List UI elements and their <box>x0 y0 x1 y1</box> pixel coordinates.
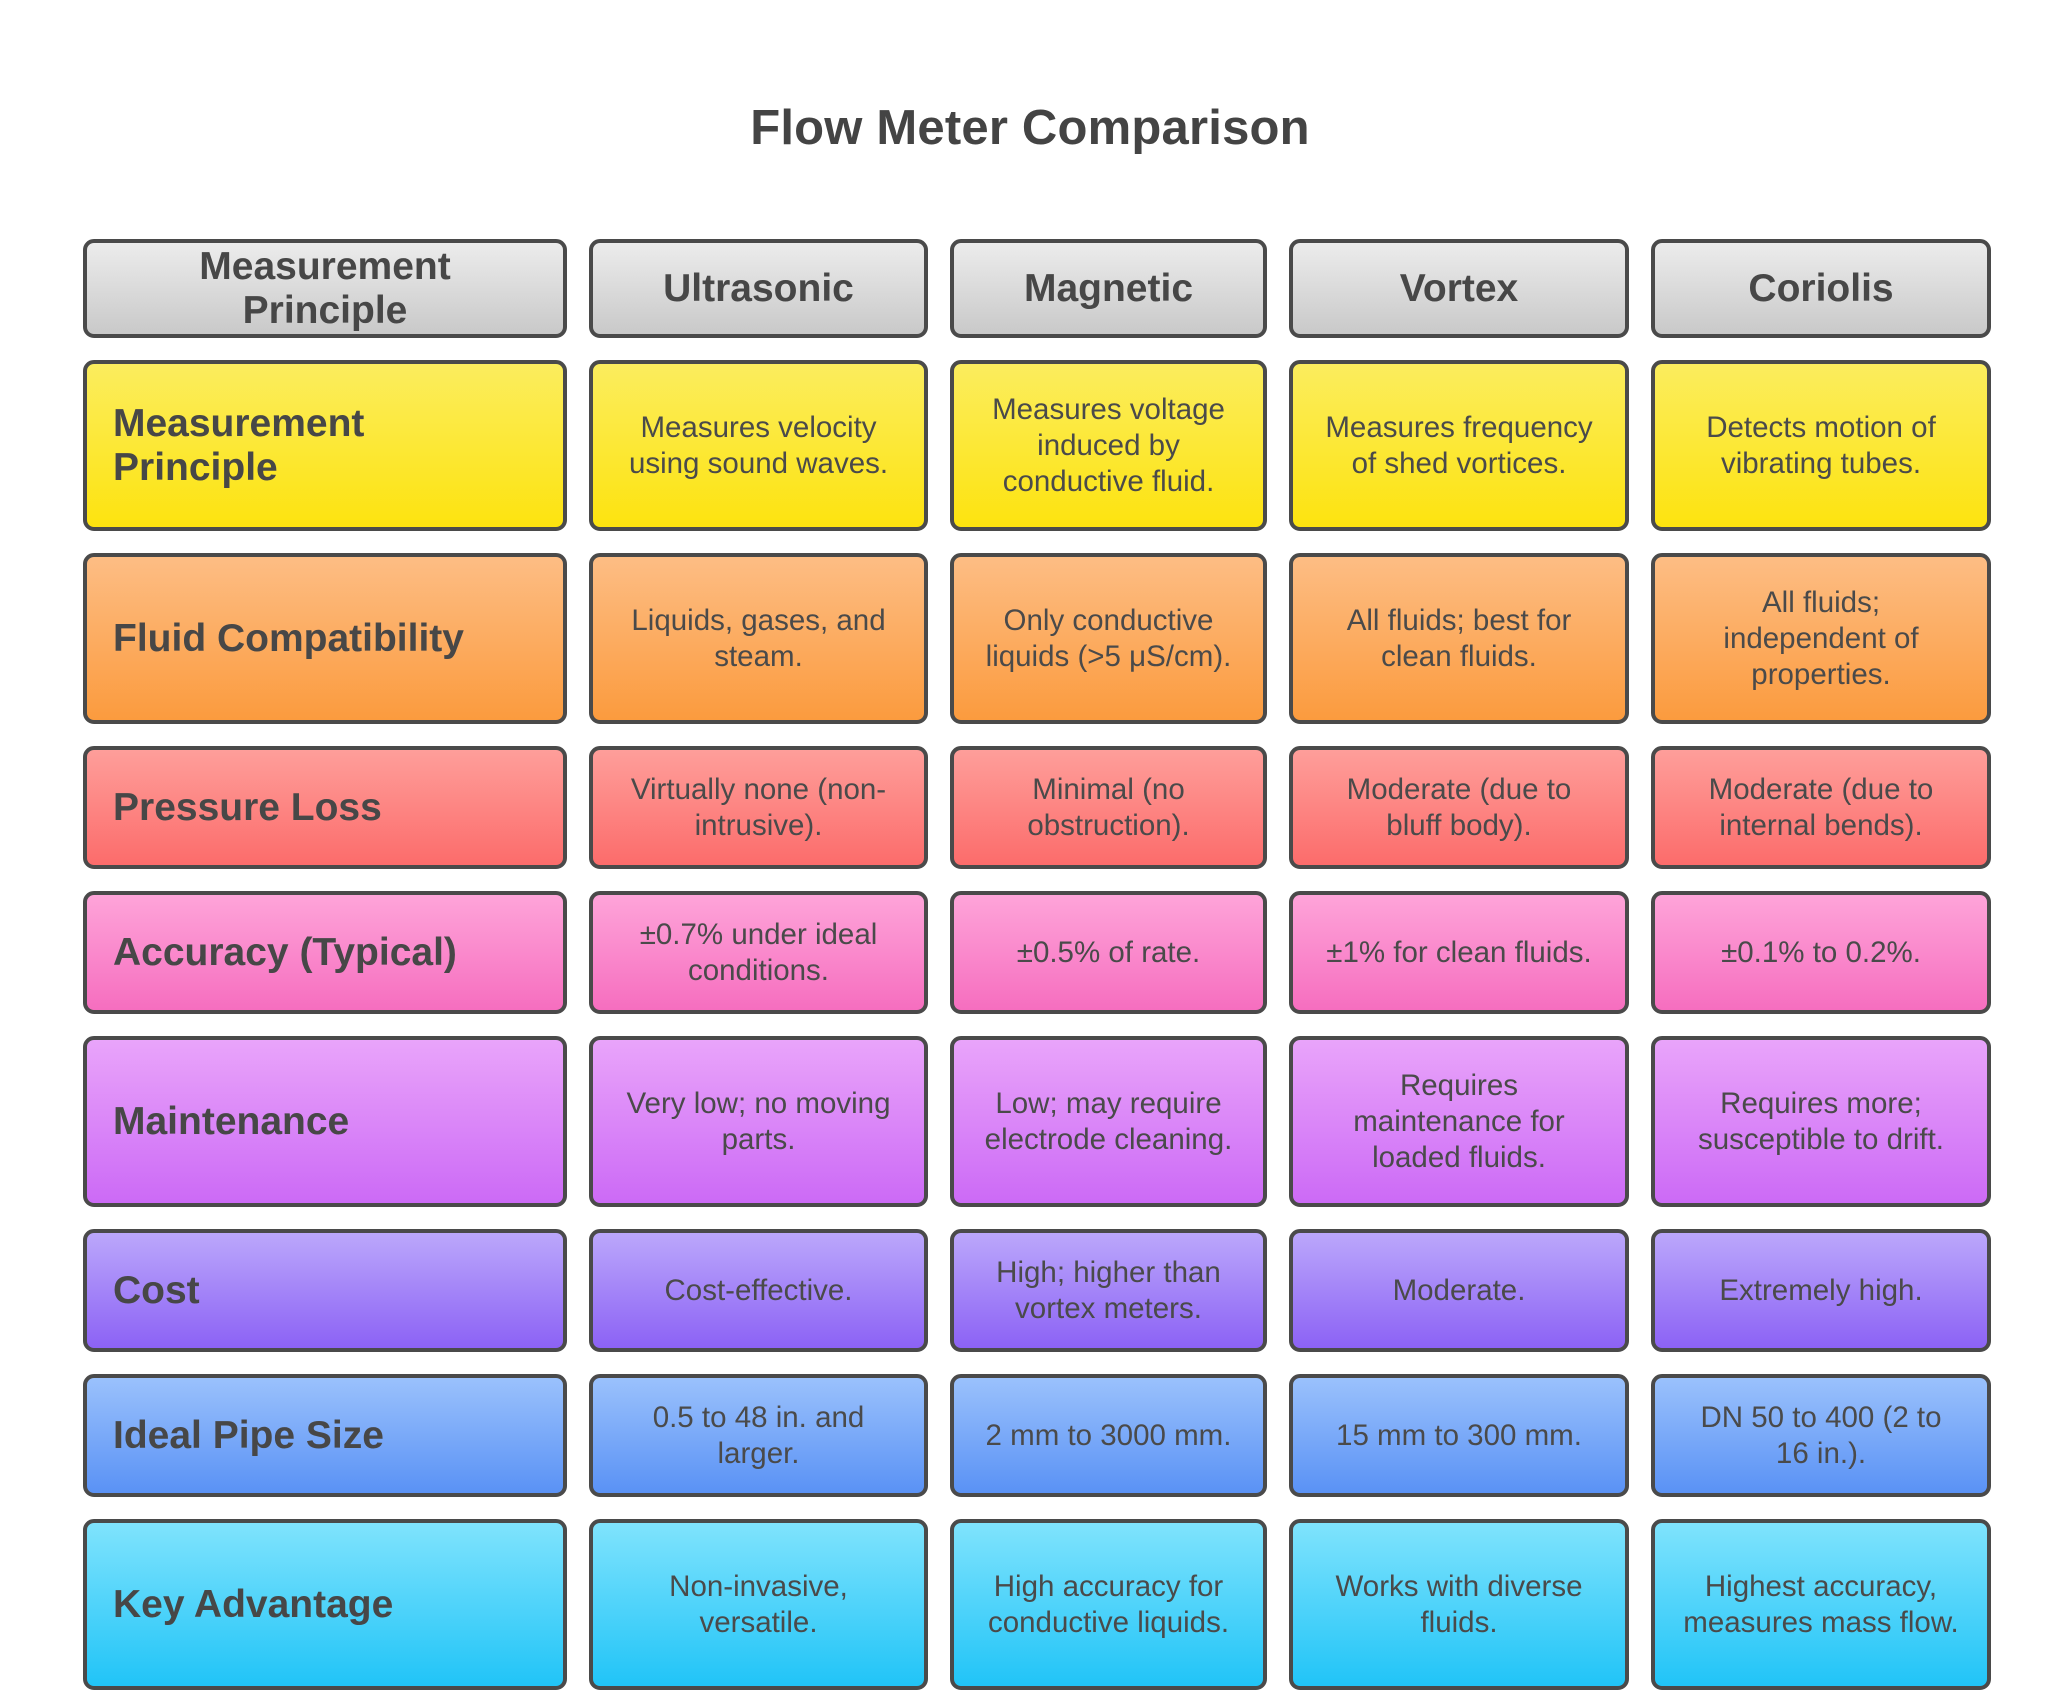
cell-text: High accuracy for conductive liquids. <box>987 1569 1230 1639</box>
table-cell: Liquids, gases, and steam. <box>589 553 928 724</box>
cell-text: ±0.5% of rate. <box>1016 935 1201 969</box>
table-cell: High accuracy for conductive liquids. <box>950 1519 1267 1690</box>
cell-text: 0.5 to 48 in. and larger. <box>652 1400 865 1470</box>
row-header-label: Ideal Pipe Size <box>113 1413 384 1457</box>
table-cell: 15 mm to 300 mm. <box>1289 1374 1629 1497</box>
cell-text: Liquids, gases, and steam. <box>631 603 886 673</box>
cell-text: Measures frequency of shed vortices. <box>1325 410 1593 480</box>
table-cell: Moderate (due to bluff body). <box>1289 746 1629 869</box>
cell-text: All fluids; best for clean fluids. <box>1346 603 1572 673</box>
cell-text: Moderate (due to bluff body). <box>1346 772 1572 842</box>
cell-text: 15 mm to 300 mm. <box>1336 1418 1582 1452</box>
cell-text: Very low; no moving parts. <box>626 1086 891 1156</box>
table-cell: Requires more; susceptible to drift. <box>1651 1036 1991 1207</box>
column-header-label: Magnetic <box>1023 266 1194 310</box>
column-header-label: Ultrasonic <box>663 266 854 310</box>
row-header-label: Fluid Compatibility <box>113 616 464 660</box>
row-header-cost: Cost <box>83 1229 567 1352</box>
table-cell: 2 mm to 3000 mm. <box>950 1374 1267 1497</box>
table-cell: Non-invasive, versatile. <box>589 1519 928 1690</box>
table-cell: All fluids; independent of properties. <box>1651 553 1991 724</box>
page-title: Flow Meter Comparison <box>750 101 1310 155</box>
table-cell: Requires maintenance for loaded fluids. <box>1289 1036 1629 1207</box>
cell-text: ±0.7% under ideal conditions. <box>639 917 878 987</box>
row-header-accuracy: Accuracy (Typical) <box>83 891 567 1014</box>
cell-text: Extremely high. <box>1719 1273 1923 1307</box>
cell-text: Moderate. <box>1392 1273 1526 1307</box>
table-cell: Measures velocity using sound waves. <box>589 360 928 531</box>
row-header-label: Maintenance <box>113 1099 350 1143</box>
column-header-ultrasonic: Ultrasonic <box>589 239 928 338</box>
column-header-coriolis: Coriolis <box>1651 239 1991 338</box>
cell-text: Detects motion of vibrating tubes. <box>1706 410 1936 480</box>
cell-text: All fluids; independent of properties. <box>1723 585 1919 691</box>
row-header-label: Cost <box>113 1268 200 1312</box>
table-cell: Only conductive liquids (>5 μS/cm). <box>950 553 1267 724</box>
cell-text: Low; may require electrode cleaning. <box>984 1086 1233 1156</box>
table-cell: All fluids; best for clean fluids. <box>1289 553 1629 724</box>
cell-text: ±1% for clean fluids. <box>1326 935 1592 969</box>
column-header-measurement-principle: Measurement Principle <box>83 239 567 338</box>
cell-text: Requires more; susceptible to drift. <box>1698 1086 1944 1156</box>
cell-text: Virtually none (non-intrusive). <box>630 772 887 842</box>
row-header-maintenance: Maintenance <box>83 1036 567 1207</box>
cell-text: Non-invasive, versatile. <box>669 1569 848 1639</box>
cell-text: ±0.1% to 0.2%. <box>1721 935 1921 969</box>
table-cell: Detects motion of vibrating tubes. <box>1651 360 1991 531</box>
cell-text: Moderate (due to internal bends). <box>1708 772 1934 842</box>
cell-text: Cost-effective. <box>664 1273 853 1307</box>
table-cell: ±0.5% of rate. <box>950 891 1267 1014</box>
column-header-label: Coriolis <box>1748 266 1894 310</box>
table-cell: ±0.1% to 0.2%. <box>1651 891 1991 1014</box>
column-header-label: Vortex <box>1399 266 1519 310</box>
table-cell: Extremely high. <box>1651 1229 1991 1352</box>
table-cell: Very low; no moving parts. <box>589 1036 928 1207</box>
cell-text: Measures voltage induced by conductive f… <box>992 392 1225 498</box>
table-cell: DN 50 to 400 (2 to 16 in.). <box>1651 1374 1991 1497</box>
cell-text: Highest accuracy, measures mass flow. <box>1683 1569 1959 1639</box>
cell-text: Minimal (no obstruction). <box>1027 772 1190 842</box>
table-cell: Measures voltage induced by conductive f… <box>950 360 1267 531</box>
table-cell: Works with diverse fluids. <box>1289 1519 1629 1690</box>
column-header-label: Measurement Principle <box>199 244 451 332</box>
cell-text: DN 50 to 400 (2 to 16 in.). <box>1700 1400 1942 1470</box>
cell-text: Only conductive liquids (>5 μS/cm). <box>985 603 1232 673</box>
cell-text: Requires maintenance for loaded fluids. <box>1353 1068 1565 1174</box>
row-header-label: Pressure Loss <box>113 785 382 829</box>
table-cell: Measures frequency of shed vortices. <box>1289 360 1629 531</box>
column-header-vortex: Vortex <box>1289 239 1629 338</box>
row-header-ideal-pipe-size: Ideal Pipe Size <box>83 1374 567 1497</box>
column-header-magnetic: Magnetic <box>950 239 1267 338</box>
table-cell: Low; may require electrode cleaning. <box>950 1036 1267 1207</box>
table-cell: Moderate (due to internal bends). <box>1651 746 1991 869</box>
cell-text: Measures velocity using sound waves. <box>628 410 889 480</box>
row-header-fluid-compatibility: Fluid Compatibility <box>83 553 567 724</box>
table-cell: Cost-effective. <box>589 1229 928 1352</box>
table-cell: ±1% for clean fluids. <box>1289 891 1629 1014</box>
row-header-label: Key Advantage <box>113 1582 394 1626</box>
table-cell: Moderate. <box>1289 1229 1629 1352</box>
table-cell: Highest accuracy, measures mass flow. <box>1651 1519 1991 1690</box>
row-header-label: Accuracy (Typical) <box>113 930 457 974</box>
table-cell: ±0.7% under ideal conditions. <box>589 891 928 1014</box>
table-cell: Virtually none (non-intrusive). <box>589 746 928 869</box>
row-header-key-advantage: Key Advantage <box>83 1519 567 1690</box>
table-cell: High; higher than vortex meters. <box>950 1229 1267 1352</box>
cell-text: High; higher than vortex meters. <box>996 1255 1221 1325</box>
table-cell: Minimal (no obstruction). <box>950 746 1267 869</box>
table-cell: 0.5 to 48 in. and larger. <box>589 1374 928 1497</box>
cell-text: Works with diverse fluids. <box>1335 1569 1583 1639</box>
row-header-label: Measurement Principle <box>113 401 365 489</box>
cell-text: 2 mm to 3000 mm. <box>985 1418 1232 1452</box>
row-header-pressure-loss: Pressure Loss <box>83 746 567 869</box>
row-header-measurement-principle: Measurement Principle <box>83 360 567 531</box>
